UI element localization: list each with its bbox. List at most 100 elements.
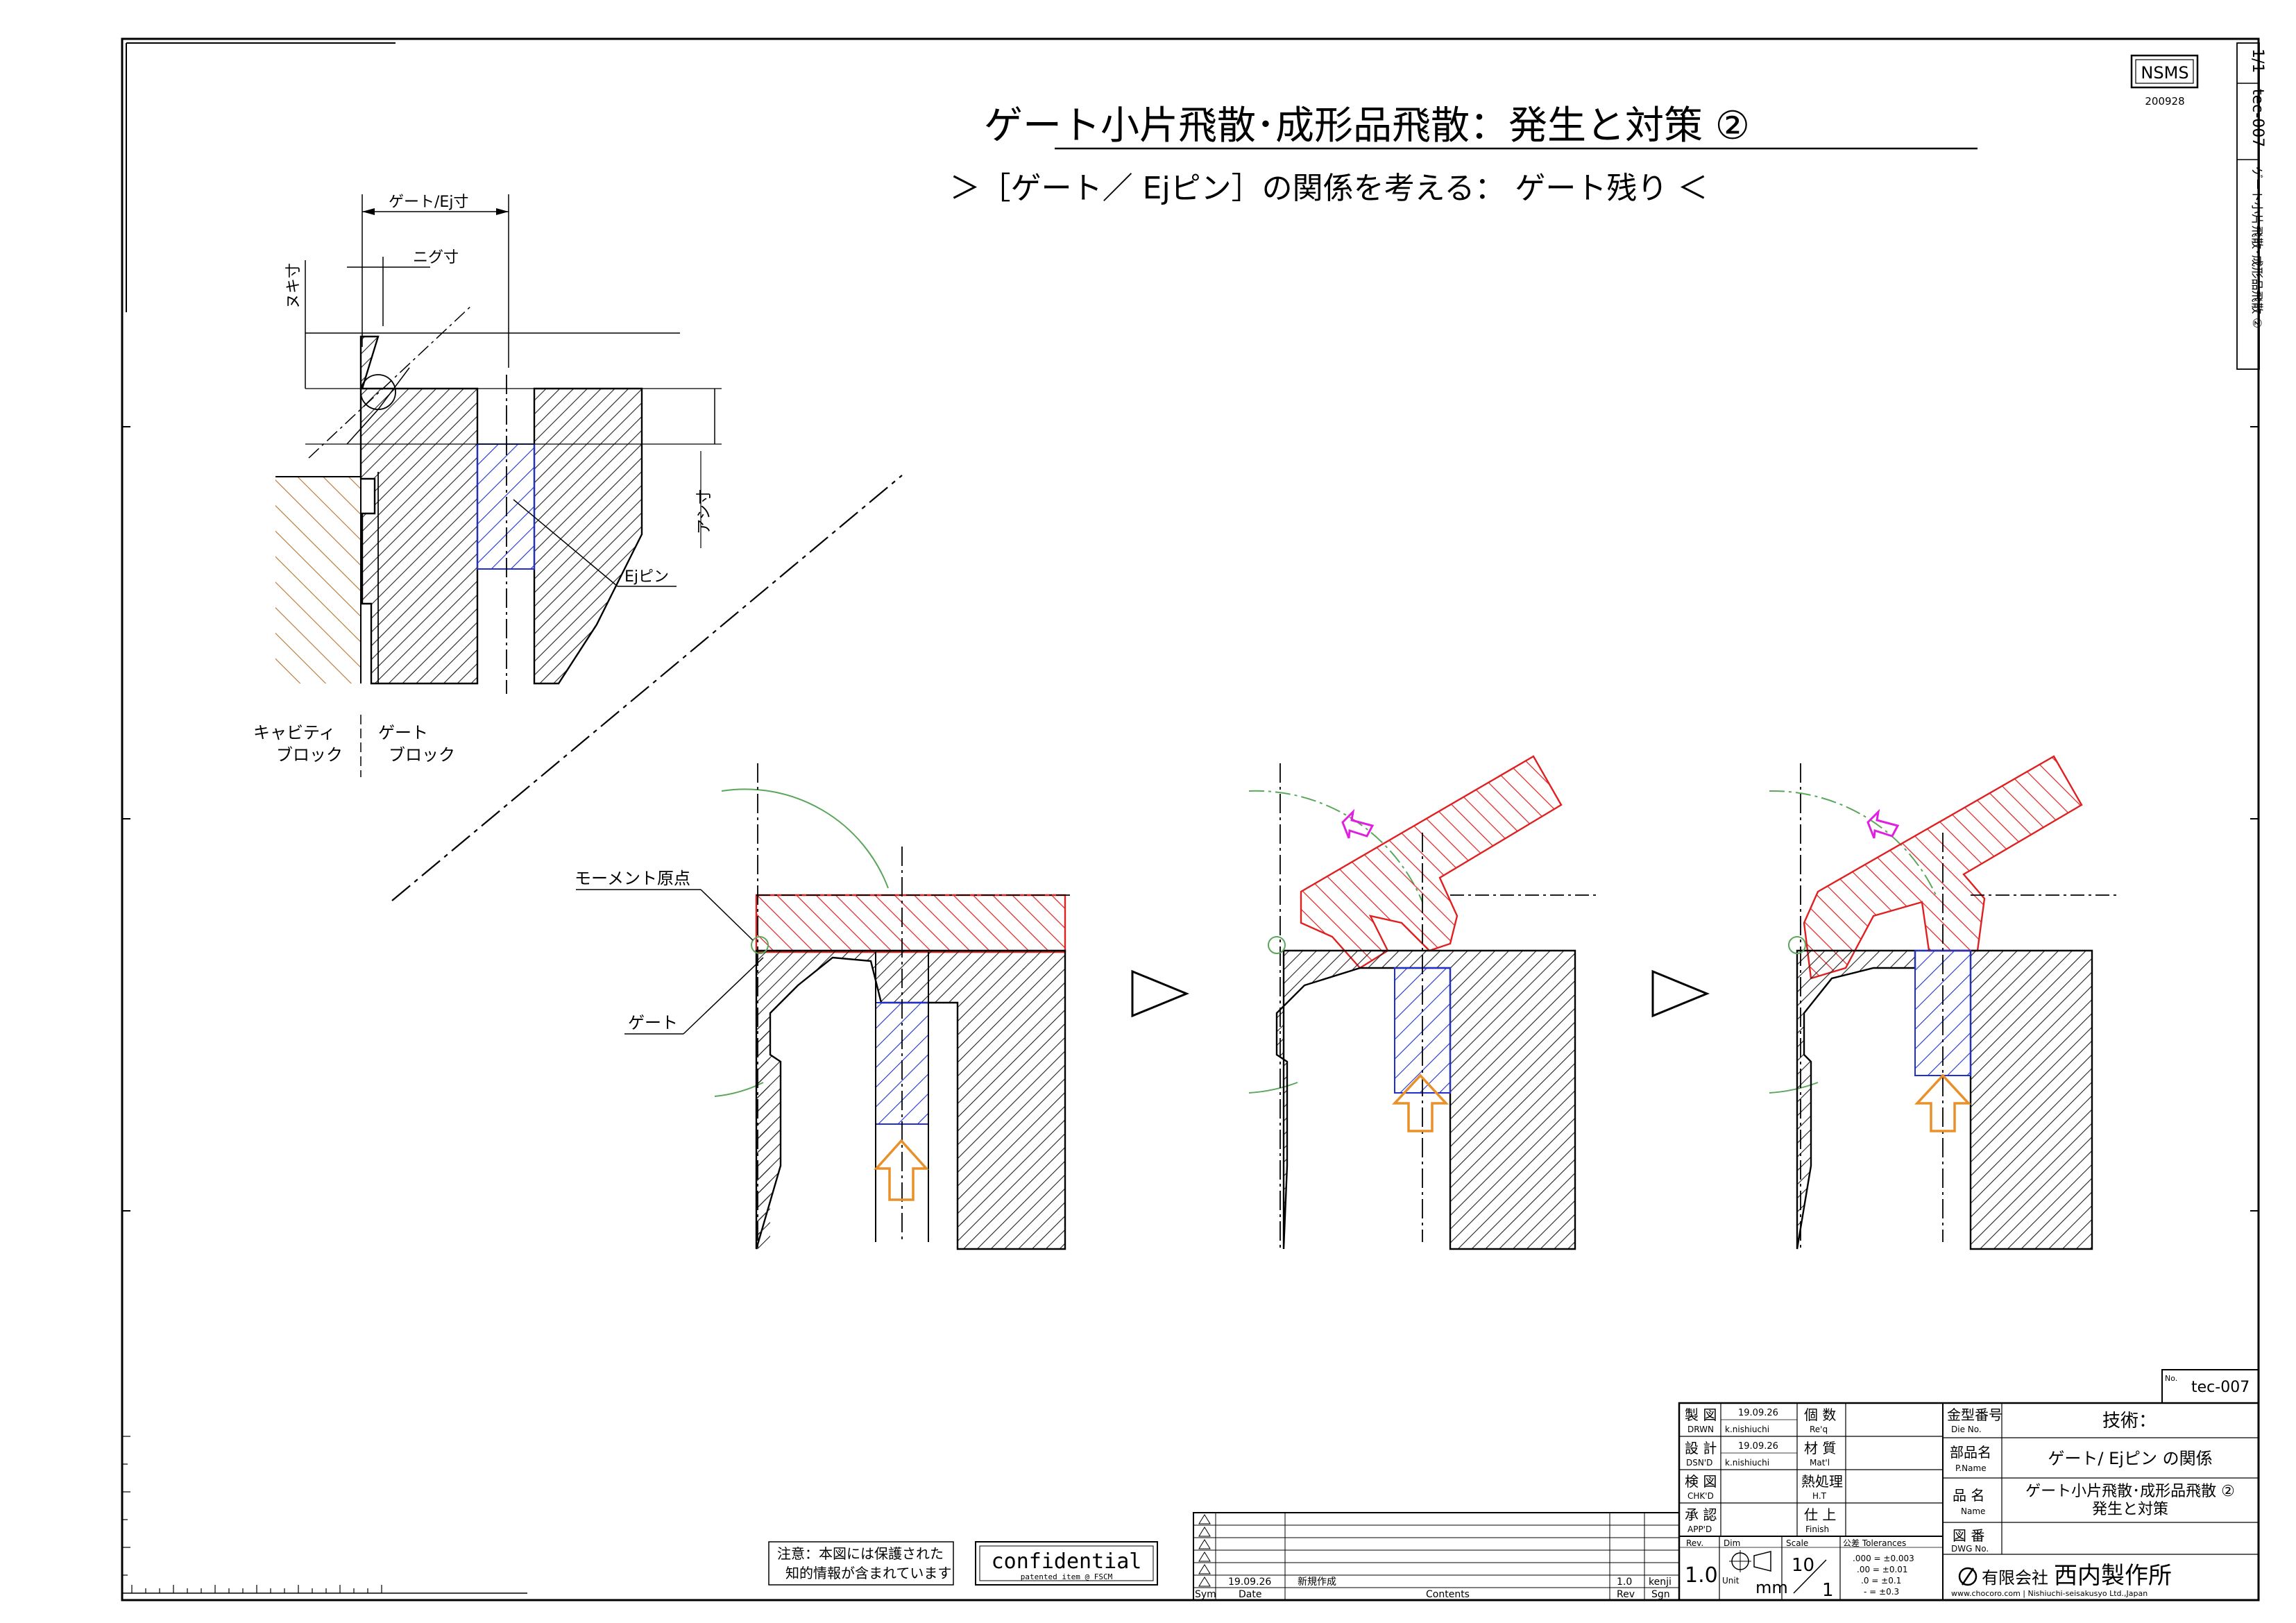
notice-line1: 注意：本図には保護された [777,1545,944,1562]
tb-tol-3: .0 = ±0.1 [1861,1576,1901,1586]
tb-company-url: www.chocoro.com | Nishiuchi-seisakusyo L… [1951,1589,2148,1598]
stage1-runner [755,894,1066,953]
tb-drawn-date: 19.09.26 [1738,1408,1778,1418]
tb-die-no-value: 技術： [2102,1411,2157,1431]
confidential-stamp: confidential [992,1549,1142,1574]
nsms-date: 200928 [2145,95,2184,108]
stage2-gate-block [1275,949,1576,1250]
stage2-runner-flying [1300,755,1563,969]
tb-tol-2: .00 = ±0.01 [1857,1565,1908,1574]
tb-check-jp: 検 図 [1685,1473,1717,1490]
tb-design-en: DSN'D [1686,1458,1712,1468]
drawing-subtitle: ＞［ゲート／ Ejピン］の関係を考える： ゲート残り ＜ [950,171,1708,206]
tb-heat-jp: 熱処理 [1801,1473,1843,1490]
label-cavity-2: ブロック [276,745,343,765]
tb-name-en: Name [1961,1506,1985,1516]
label-ej-pin: Ejピン [624,568,669,586]
dim-nigu: ニグ寸 [413,249,459,266]
tb-design-date: 19.09.26 [1738,1441,1778,1452]
rev-row-sign: kenji [1649,1577,1672,1588]
tb-drawn-en: DRWN [1687,1425,1714,1434]
tb-heat-en: H.T [1812,1491,1827,1501]
tb-scale-den: 1 [1822,1580,1834,1601]
tb-design-jp: 設 計 [1685,1440,1717,1456]
tb-company-name: 西内製作所 [2054,1562,2172,1590]
drawing-title: ゲート小片飛散･成形品飛散：発生と対策 ② [984,103,1750,148]
tb-finish-en: Finish [1805,1524,1829,1534]
label-cavity-1: キャビティ [253,723,336,742]
label-gate: ゲート [628,1013,678,1033]
title-vertical: ゲート小片飛散･成形品飛散 ② [2250,167,2263,328]
stage-arrow-1 [1131,969,1189,1018]
scale-ruler [122,1436,382,1593]
patented-label: patented item @ FSCM [1021,1572,1113,1581]
tb-design-by: k.nishiuchi [1725,1458,1769,1468]
label-moment-origin: モーメント原点 [575,869,690,888]
tb-qty-en: Re'q [1810,1425,1828,1434]
tb-die-no-en: Die No. [1951,1425,1982,1434]
notice-line2: 知的情報が含まれています [785,1565,951,1581]
cavity-block-hatch [275,477,361,683]
rev-col-date: Date [1239,1589,1261,1600]
stage1-gate-block [755,949,1066,1250]
tb-tol-4: - = ±0.3 [1864,1587,1899,1597]
rev-col-sym: Sym [1195,1589,1216,1600]
tb-company-prefix: 有限会社 [1982,1568,2048,1588]
tb-die-no-jp: 金型番号 [1947,1407,2002,1423]
section-line [391,475,903,901]
stage-1: モーメント原点 ゲート [575,763,1072,1250]
tb-scale-label: Scale [1786,1538,1808,1548]
tb-finish-jp: 仕 上 [1804,1506,1836,1523]
tb-part-name-value: ゲート/ Ejピン の関係 [2048,1449,2212,1468]
tb-name-jp: 品 名 [1953,1487,1984,1504]
tb-approve-jp: 承 認 [1685,1506,1717,1523]
tb-rev-value: 1.0 [1685,1563,1718,1588]
gate-detail-view: ゲート/Ej寸 ニグ寸 ヌキ寸 アシ寸 Ejピン キャビティ ブロック ゲート … [253,194,722,777]
tb-name-value-1: ゲート小片飛散･成形品飛散 ② [2025,1483,2235,1500]
tb-tol-label: 公差 Tolerances [1843,1538,1906,1548]
dim-ashi: アシ寸 [696,489,713,534]
company-logo-icon [1958,1567,1978,1586]
rev-row-date: 19.09.26 [1228,1577,1271,1588]
tb-dwg-no-en: DWG No. [1951,1544,1989,1554]
nsms-label: NSMS [2141,63,2188,83]
tb-tol-1: .000 = ±0.003 [1853,1554,1914,1563]
tb-no-value: tec-007 [2191,1379,2250,1396]
tb-drawn-jp: 製 図 [1685,1407,1717,1423]
tb-unit-value: mm [1755,1578,1788,1597]
dim-gate-ej: ゲート/Ej寸 [389,194,468,211]
tb-material-jp: 材 質 [1804,1440,1836,1456]
stage3-gate-block [1796,949,2093,1250]
tb-dim-label: Dim [1724,1538,1740,1548]
tb-approve-en: APP'D [1687,1524,1712,1534]
stage-arrow-2 [1651,969,1710,1018]
rev-col-sign: Sgn [1651,1589,1670,1600]
rev-col-rev: Rev [1617,1589,1635,1600]
ej-pin-detail-hatch [477,443,535,570]
tb-part-name-jp: 部品名 [1950,1444,1991,1461]
tb-no-label: No. [2165,1374,2177,1383]
tb-drawn-by: k.nishiuchi [1725,1425,1769,1434]
stage2-rotation-arrow [1341,808,1375,839]
tb-part-name-en: P.Name [1955,1463,1987,1473]
tb-qty-jp: 個 数 [1804,1407,1836,1423]
tb-scale-num: 10 [1792,1555,1814,1576]
tb-rev-label: Rev. [1686,1538,1703,1548]
tb-name-value-2: 発生と対策 [2092,1501,2168,1518]
drawing-no-vertical: tec-007 [2249,89,2266,147]
tb-unit-label: Unit [1722,1576,1740,1586]
revision-table [1193,1512,1680,1601]
nsms-stamp: NSMS 200928 [2130,54,2199,108]
stage3-rotation-arrow [1866,808,1900,839]
dim-nuki: ヌキ寸 [285,263,303,309]
confidential-notice: 注意：本図には保護された 知的情報が含まれています confidential p… [768,1541,1158,1586]
sheet-border [121,37,2260,1601]
sheet-count: 1/1 [2249,49,2266,73]
rev-row-contents: 新規作成 [1298,1577,1336,1588]
rev-row-rev: 1.0 [1617,1577,1632,1588]
label-gate-2: ブロック [389,745,455,765]
stage1-push-arrow [874,1139,929,1201]
label-gate-1: ゲート [378,723,428,742]
vertical-title-strip [2236,42,2260,370]
